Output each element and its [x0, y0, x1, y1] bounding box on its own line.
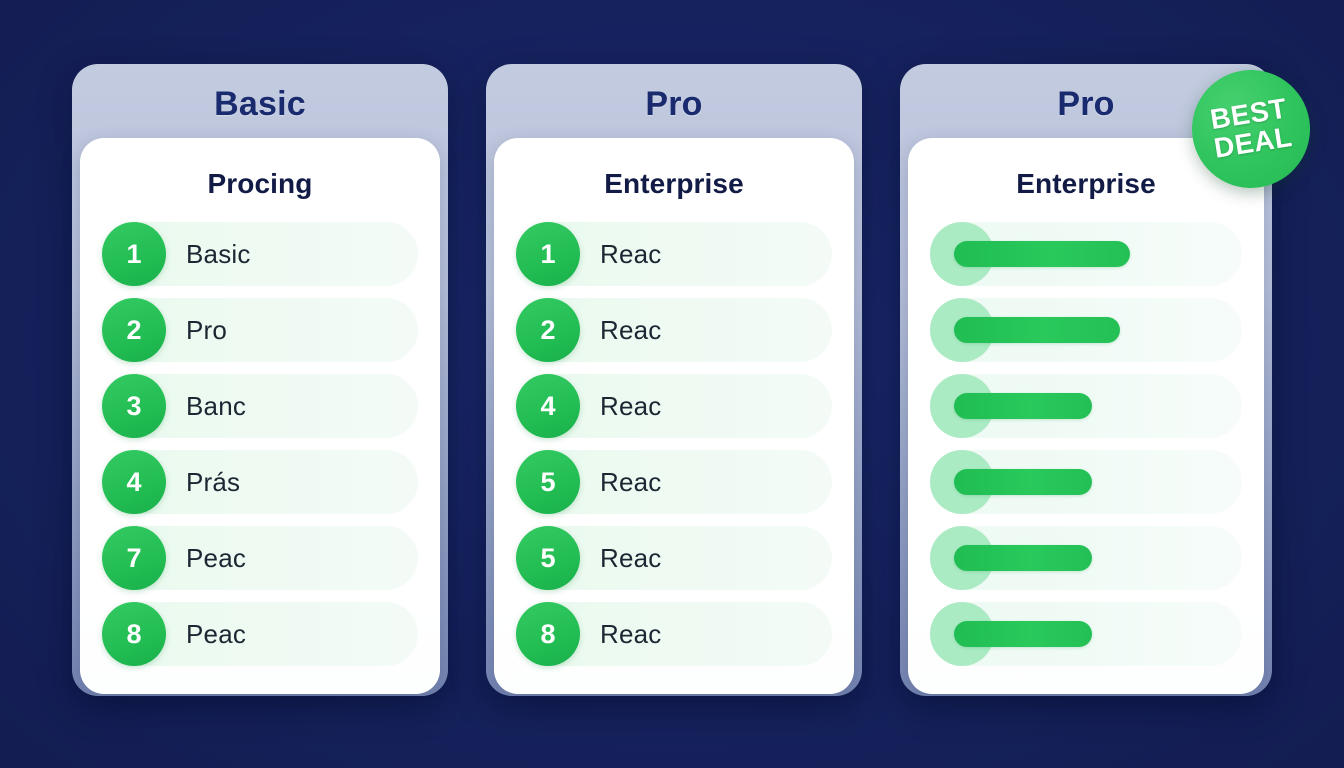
pricing-card-enterprise-featured[interactable]: BEST DEAL Pro Enterprise: [900, 61, 1319, 696]
list-item[interactable]: 5 Reac: [516, 450, 832, 514]
list-item[interactable]: 2 Pro: [102, 298, 418, 362]
card-header: Pro: [486, 64, 862, 144]
list-item-label: Reac: [600, 466, 662, 497]
list-item-number: 7: [102, 526, 166, 590]
card-body: Enterprise 1 Reac 2 Reac 4 Reac 5 Reac: [494, 138, 854, 694]
card-header-title: Pro: [1057, 84, 1115, 123]
feature-list: 1 Reac 2 Reac 4 Reac 5 Reac 5 Reac: [512, 222, 836, 666]
skeleton-bar: [954, 621, 1092, 647]
list-item-number: 8: [102, 602, 166, 666]
skeleton-bar: [954, 393, 1092, 419]
skeleton-bar: [954, 241, 1130, 267]
list-item[interactable]: [930, 526, 1242, 590]
list-item[interactable]: 8 Peac: [102, 602, 418, 666]
list-item[interactable]: 4 Reac: [516, 374, 832, 438]
list-item[interactable]: [930, 222, 1242, 286]
card-subtitle: Procing: [207, 168, 313, 199]
list-item-number: 4: [102, 450, 166, 514]
card-body: Enterprise: [908, 138, 1264, 694]
list-item-number: 3: [102, 374, 166, 438]
card-header-title: Pro: [645, 84, 703, 123]
skeleton-bar: [954, 317, 1120, 343]
skeleton-bar: [954, 545, 1092, 571]
list-item[interactable]: 4 Prás: [102, 450, 418, 514]
list-item[interactable]: 8 Reac: [516, 602, 832, 666]
list-item-label: Reac: [600, 314, 662, 345]
list-item[interactable]: 7 Peac: [102, 526, 418, 590]
list-item-number: 1: [102, 222, 166, 286]
list-item-label: Peac: [186, 618, 247, 649]
list-item-label: Reac: [600, 618, 662, 649]
feature-list: 1 Basic 2 Pro 3 Banc 4 Prás 7 Peac: [98, 222, 422, 666]
card-subtitle: Enterprise: [604, 168, 744, 199]
list-item-label: Basic: [186, 238, 251, 269]
list-item-number: 2: [516, 298, 580, 362]
card-header: Pro: [900, 64, 1272, 144]
pricing-card-basic[interactable]: Basic Procing 1 Basic 2 Pro 3 Banc 4: [72, 64, 448, 696]
list-item[interactable]: [930, 602, 1242, 666]
list-item-label: Pro: [186, 314, 228, 345]
list-item[interactable]: 1 Basic: [102, 222, 418, 286]
list-item[interactable]: [930, 298, 1242, 362]
list-item-number: 5: [516, 526, 580, 590]
list-item-number: 5: [516, 450, 580, 514]
list-item-label: Banc: [186, 390, 247, 421]
list-item-label: Reac: [600, 542, 662, 573]
card-header-title: Basic: [214, 84, 306, 123]
list-item-number: 4: [516, 374, 580, 438]
list-item[interactable]: 5 Reac: [516, 526, 832, 590]
card-header: Basic: [72, 64, 448, 144]
list-item[interactable]: 1 Reac: [516, 222, 832, 286]
skeleton-bar: [954, 469, 1092, 495]
list-item-number: 1: [516, 222, 580, 286]
pricing-card-pro[interactable]: Pro Enterprise 1 Reac 2 Reac 4 Reac 5: [486, 64, 862, 696]
feature-skeleton-list: [926, 222, 1246, 666]
list-item-number: 8: [516, 602, 580, 666]
list-item-label: Reac: [600, 390, 662, 421]
card-subtitle: Enterprise: [1016, 168, 1156, 199]
list-item[interactable]: [930, 374, 1242, 438]
list-item-label: Reac: [600, 238, 662, 269]
list-item[interactable]: 2 Reac: [516, 298, 832, 362]
list-item-label: Prás: [186, 466, 241, 497]
list-item[interactable]: [930, 450, 1242, 514]
list-item-number: 2: [102, 298, 166, 362]
list-item-label: Peac: [186, 542, 247, 573]
card-body: Procing 1 Basic 2 Pro 3 Banc 4 Prás: [80, 138, 440, 694]
list-item[interactable]: 3 Banc: [102, 374, 418, 438]
